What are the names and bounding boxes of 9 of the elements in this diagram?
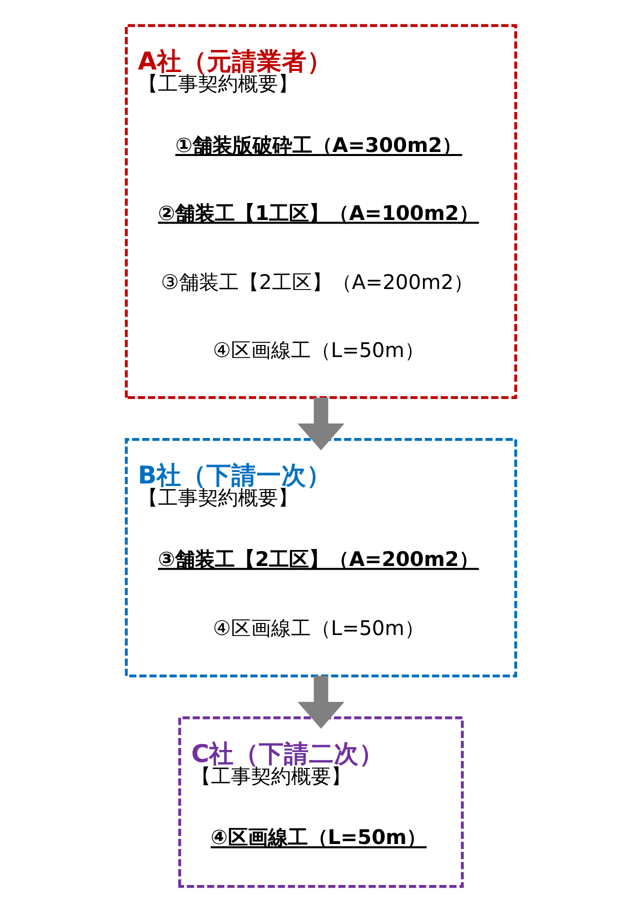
arrow [297,676,344,729]
node-text: ④区画線工（L=50m） [212,616,424,640]
node-text: ④区画線工（L=50m） [210,825,426,850]
arrow [297,398,344,450]
node-text: ②舗装工【1工区】（A=100m2） [158,200,478,225]
node-text: ①舗装版破砕工（A=300m2） [174,132,462,157]
node-text: ④区画線工（L=50m） [212,338,424,362]
node-text: ③舗装工【2工区】（A=200m2） [158,546,478,571]
node-text: ③舗装工【2工区】（A=200m2） [160,270,474,294]
